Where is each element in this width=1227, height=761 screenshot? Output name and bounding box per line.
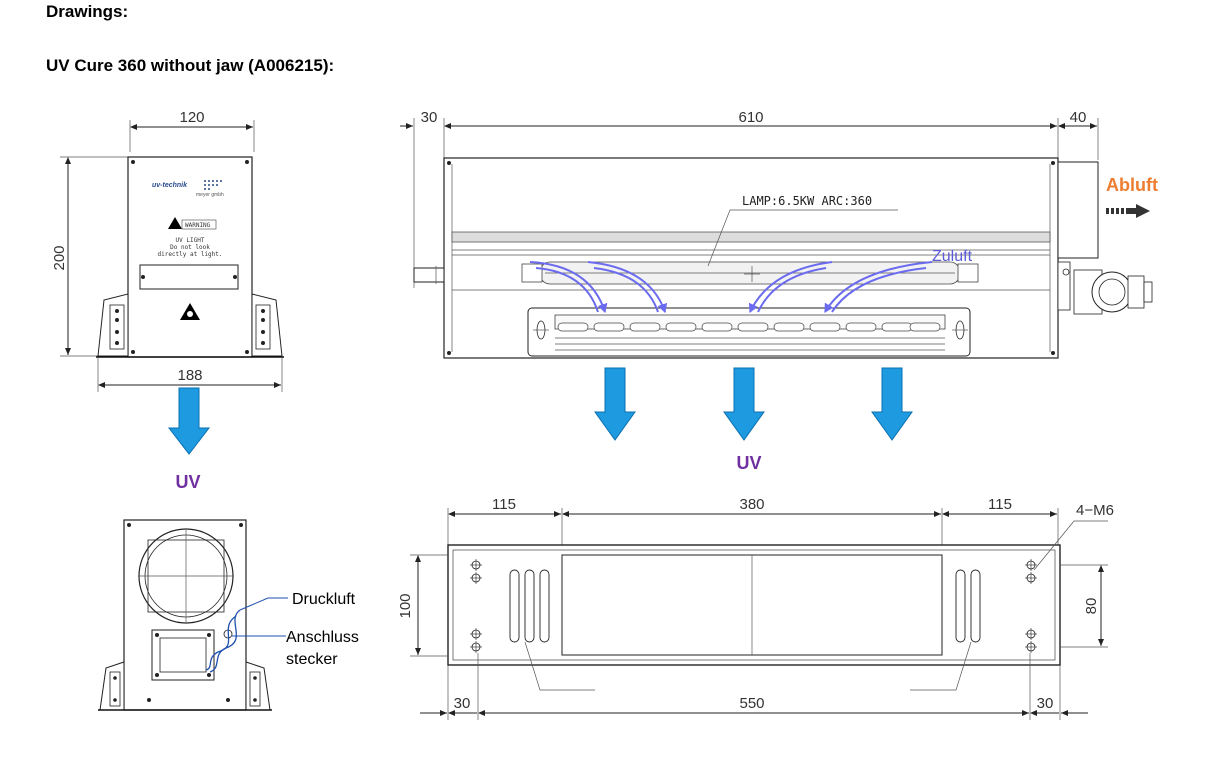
dim-left: 30	[421, 109, 438, 126]
abluft-label: Abluft	[1106, 175, 1158, 195]
anschluss-label-2: stecker	[286, 651, 338, 668]
zuluft-label: Zuluft	[932, 248, 973, 265]
dim-top-right: 115	[988, 496, 1012, 513]
dim-top-center: 380	[739, 496, 764, 513]
dim-height-right: 80	[1083, 598, 1100, 615]
dim-top-left: 115	[492, 496, 516, 513]
uv-label-center: UV	[736, 453, 761, 473]
druckluft-label: Druckluft	[292, 591, 356, 608]
uv-arrow	[167, 387, 211, 455]
uv-label-left: UV	[175, 472, 200, 492]
notice-line-3: directly at light.	[157, 251, 222, 258]
anschluss-label-1: Anschluss	[286, 629, 359, 646]
exhaust-arrow	[1106, 204, 1150, 218]
brand-logo: uv-technik	[152, 182, 188, 189]
dim-bottom-left: 30	[454, 695, 471, 712]
section-heading: Drawings:	[46, 2, 129, 21]
lamp-spec: LAMP:6.5KW ARC:360	[742, 194, 872, 208]
dim-right: 40	[1070, 109, 1087, 126]
notice-line-2: Do not look	[170, 244, 210, 251]
rear-view	[98, 519, 288, 711]
thread-callout: 4−M6	[1076, 502, 1114, 519]
dim-width: 120	[179, 109, 204, 126]
dim-bottom-right: 30	[1037, 695, 1054, 712]
front-view: 120 200 uv-technik meyer gmbh WARNING UV…	[51, 109, 284, 392]
uv-output-arrows	[594, 367, 913, 441]
dim-bottom-center: 550	[739, 695, 764, 712]
brand-subtitle: meyer gmbh	[196, 192, 224, 198]
dim-height: 200	[51, 245, 68, 270]
warning-label: WARNING	[185, 222, 211, 229]
dim-length: 610	[738, 109, 763, 126]
dim-height-left: 100	[397, 593, 414, 618]
bottom-view: 115 380 115	[397, 496, 1114, 720]
side-view: 30 610 40 LAMP:6.5KW ARC:360	[400, 109, 1158, 359]
warning-icon	[168, 217, 182, 229]
notice-line-1: UV LIGHT	[176, 237, 205, 244]
airflow-arrows	[529, 261, 933, 313]
model-heading: UV Cure 360 without jaw (A006215):	[46, 56, 335, 75]
dim-base: 188	[177, 367, 202, 384]
